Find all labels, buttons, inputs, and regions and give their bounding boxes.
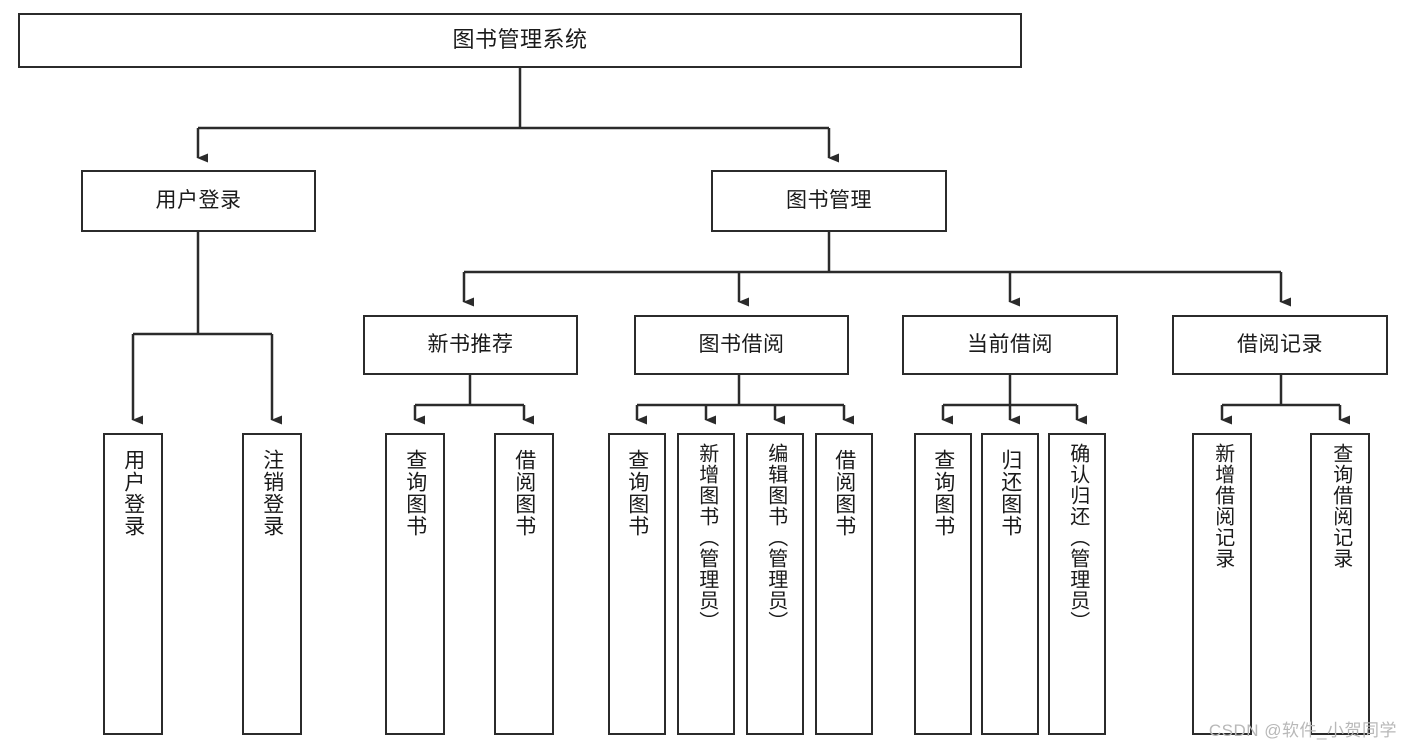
node-book-borrow-label: 图书借阅	[698, 333, 785, 357]
node-borrow-record[interactable]: 借阅记录	[1172, 315, 1388, 375]
node-leaf-query-book-b-label: 查询图书	[625, 449, 649, 537]
node-leaf-confirm-return-label: 确认归还（管理员）	[1066, 443, 1089, 632]
node-leaf-borrow-book-a-label: 借阅图书	[512, 449, 536, 537]
node-leaf-add-record-label: 新增借阅记录	[1211, 443, 1234, 569]
node-leaf-return-book-label: 归还图书	[998, 449, 1022, 537]
node-leaf-query-book-b[interactable]: 查询图书	[608, 433, 666, 735]
node-leaf-user-login-label: 用户登录	[121, 449, 145, 537]
node-leaf-query-book-a[interactable]: 查询图书	[385, 433, 445, 735]
node-current-borrow-label: 当前借阅	[967, 333, 1053, 357]
node-leaf-add-book-label: 新增图书（管理员）	[695, 443, 718, 632]
node-leaf-query-book-c[interactable]: 查询图书	[914, 433, 972, 735]
node-leaf-borrow-book-b[interactable]: 借阅图书	[815, 433, 873, 735]
node-leaf-query-record-label: 查询借阅记录	[1329, 443, 1352, 569]
node-leaf-edit-book-label: 编辑图书（管理员）	[764, 443, 787, 632]
node-leaf-borrow-book-a[interactable]: 借阅图书	[494, 433, 554, 735]
node-current-borrow[interactable]: 当前借阅	[902, 315, 1118, 375]
node-user-login-label: 用户登录	[155, 189, 242, 213]
node-leaf-query-record[interactable]: 查询借阅记录	[1310, 433, 1370, 735]
node-book-borrow[interactable]: 图书借阅	[634, 315, 849, 375]
node-book-manage[interactable]: 图书管理	[711, 170, 947, 232]
node-root[interactable]: 图书管理系统	[18, 13, 1022, 68]
node-leaf-add-book[interactable]: 新增图书（管理员）	[677, 433, 735, 735]
node-leaf-logout[interactable]: 注销登录	[242, 433, 302, 735]
node-leaf-confirm-return[interactable]: 确认归还（管理员）	[1048, 433, 1106, 735]
node-leaf-edit-book[interactable]: 编辑图书（管理员）	[746, 433, 804, 735]
node-leaf-add-record[interactable]: 新增借阅记录	[1192, 433, 1252, 735]
node-root-label: 图书管理系统	[452, 27, 588, 53]
node-user-login[interactable]: 用户登录	[81, 170, 316, 232]
node-new-book-rec-label: 新书推荐	[427, 333, 514, 357]
node-book-manage-label: 图书管理	[786, 189, 872, 213]
node-leaf-query-book-a-label: 查询图书	[403, 449, 427, 537]
node-leaf-logout-label: 注销登录	[260, 449, 284, 537]
csdn-watermark: CSDN @软件_小贺同学	[1208, 721, 1397, 740]
node-leaf-borrow-book-b-label: 借阅图书	[832, 449, 856, 537]
node-borrow-record-label: 借阅记录	[1237, 333, 1323, 357]
node-leaf-query-book-c-label: 查询图书	[931, 449, 955, 537]
node-new-book-rec[interactable]: 新书推荐	[363, 315, 578, 375]
node-leaf-return-book[interactable]: 归还图书	[981, 433, 1039, 735]
node-leaf-user-login[interactable]: 用户登录	[103, 433, 163, 735]
